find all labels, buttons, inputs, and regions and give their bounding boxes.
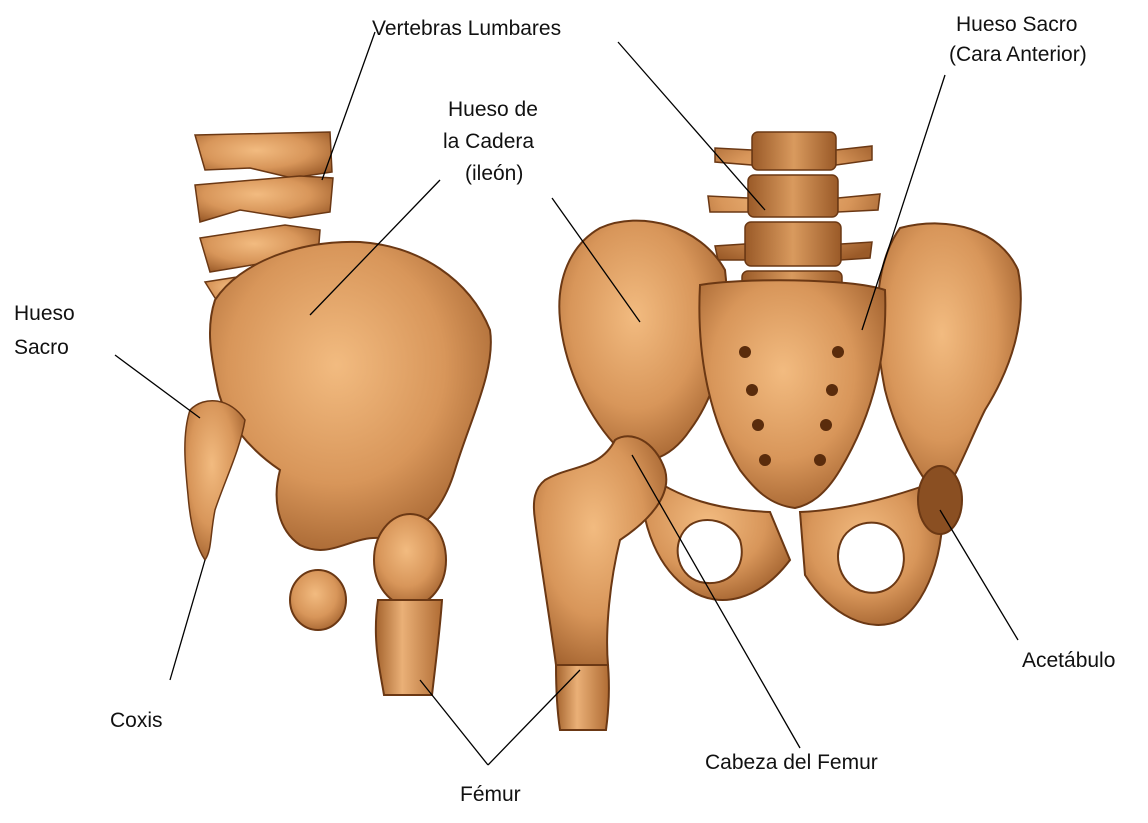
- label-acetabulo: Acetábulo: [1022, 648, 1115, 674]
- label-hueso-cadera-line2: la Cadera: [443, 129, 534, 155]
- label-hueso-sacro-anterior-line1: Hueso Sacro: [956, 12, 1077, 38]
- label-vertebras-lumbares: Vertebras Lumbares: [372, 16, 561, 42]
- lateral-sacrum: [185, 401, 245, 560]
- label-hueso-sacro-line1: Hueso: [14, 301, 75, 327]
- lateral-vertebra-2: [195, 176, 333, 222]
- acetabulum: [918, 466, 962, 534]
- leader-vertebras-lumbares: [322, 32, 375, 180]
- leader-vertebras-lumbares-2: [618, 42, 765, 210]
- label-femur: Fémur: [460, 782, 521, 808]
- lateral-femur-shaft: [376, 600, 442, 695]
- anterior-view: [534, 132, 1021, 730]
- anterior-vertebra-1: [752, 132, 836, 170]
- label-cabeza-femur: Cabeza del Femur: [705, 750, 878, 776]
- anterior-ilium-right: [877, 223, 1021, 500]
- leader-coxis: [170, 560, 205, 680]
- label-coxis: Coxis: [110, 708, 163, 734]
- label-hueso-sacro-anterior-line2: (Cara Anterior): [949, 42, 1087, 68]
- leader-acetabulo: [940, 510, 1018, 640]
- leader-femur-lateral: [420, 680, 488, 765]
- anterior-vertebra-2: [748, 175, 838, 217]
- lateral-vertebra-1: [195, 132, 332, 178]
- lateral-ischial-tuberosity: [290, 570, 346, 630]
- label-hueso-sacro-line2: Sacro: [14, 335, 69, 361]
- label-hueso-cadera-line3: (ileón): [465, 161, 523, 187]
- lateral-femoral-head: [374, 514, 446, 606]
- lateral-ilium: [210, 242, 491, 550]
- label-hueso-cadera-line1: Hueso de: [448, 97, 538, 123]
- leader-hueso-sacro-lateral: [115, 355, 200, 418]
- anterior-femur-upper: [534, 436, 666, 665]
- lateral-view: [185, 132, 491, 695]
- anterior-sacrum: [699, 280, 885, 508]
- anterior-femur-shaft: [556, 665, 609, 730]
- anterior-vertebra-3: [745, 222, 841, 266]
